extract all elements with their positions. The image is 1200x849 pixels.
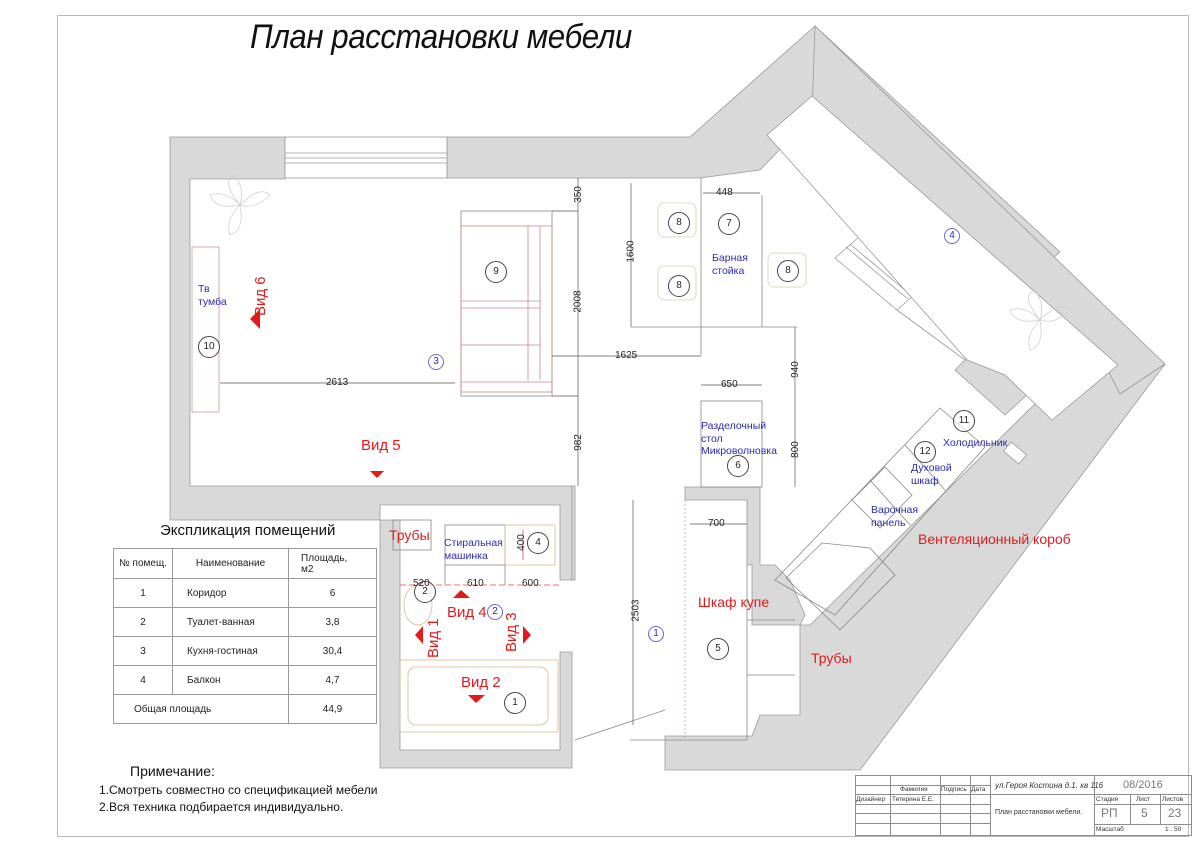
- view-2-arrow: [468, 695, 485, 703]
- table-row: 1 Коридор 6: [113, 578, 377, 608]
- bathroom-tag: 2: [487, 604, 503, 620]
- view-6-label: Вид 6: [252, 276, 269, 316]
- col-header-number: № помещ.: [113, 548, 173, 579]
- notes-title: Примечание:: [130, 763, 215, 779]
- prep-table-tag: 6: [727, 455, 749, 477]
- explication-table: № помещ. Наименование Площадь, м2 1 Кори…: [113, 548, 377, 724]
- oven-label: Духовой шкаф: [911, 462, 952, 487]
- furniture-outlines: [191, 178, 986, 741]
- dim-700: 700: [708, 518, 725, 529]
- note-item-1: 1.Смотреть совместно со спецификацией ме…: [99, 783, 378, 797]
- bathtub-tag: 1: [504, 692, 526, 714]
- vent-opening: [1002, 441, 1028, 465]
- balcony-tag: 4: [944, 228, 960, 244]
- view-6-arrow: [250, 309, 260, 329]
- stamp-stage: РП: [1101, 806, 1118, 820]
- window-top: [284, 136, 448, 179]
- dim-2503: 2503: [630, 599, 642, 622]
- window-balcony: [834, 235, 966, 361]
- note-item-2: 2.Вся техника подбирается индивидуально.: [99, 800, 344, 814]
- room-3-tag: 3: [428, 354, 444, 370]
- stamp-sheets: 23: [1168, 806, 1182, 820]
- view-3-label: Вид 3: [503, 612, 520, 652]
- stamp-header-stage: Стадия: [1096, 796, 1119, 803]
- dim-350: 350: [572, 186, 584, 203]
- stamp-address: ул.Героя Костина д.1. кв 116: [995, 781, 1104, 790]
- washer-label: Стиральная машинка: [444, 537, 503, 562]
- col-header-name: Наименование: [172, 548, 289, 579]
- table-row: 4 Балкон 4,7: [113, 665, 377, 695]
- dim-2008: 2008: [572, 290, 584, 313]
- tv-stand-label: Тв тумба: [198, 283, 227, 308]
- dim-2613: 2613: [326, 377, 349, 388]
- view-3-arrow: [523, 626, 531, 644]
- balcony-floor: [766, 95, 1119, 421]
- pipes-label-2: Трубы: [811, 650, 852, 666]
- stamp-scale: 1 : 50: [1165, 826, 1182, 833]
- view-5-arrow: [370, 471, 384, 478]
- stamp-header-sheet: Лист: [1136, 796, 1151, 803]
- title-block: Фамилия Подпись Дата Дизайнер Тетерина Е…: [855, 775, 1192, 836]
- prep-table-label: Разделочный стол Микроволновка: [701, 420, 777, 457]
- dimension-lines: [220, 178, 796, 725]
- dim-600: 600: [522, 578, 539, 589]
- sofa-tag: 9: [485, 261, 507, 283]
- view-1-label: Вид 1: [425, 618, 442, 658]
- toilet-tag: 2: [414, 581, 436, 603]
- bar-counter-label: Барная стойка: [712, 252, 748, 277]
- stamp-designer-name: Тетерина Е.Е.: [892, 796, 935, 803]
- dim-1600: 1600: [625, 240, 637, 263]
- stamp-role: Дизайнер: [856, 796, 886, 803]
- dim-520: 520: [413, 578, 430, 589]
- page-title: План расстановки мебели: [250, 18, 632, 56]
- view-markers: [250, 309, 531, 703]
- dim-982: 982: [572, 434, 584, 451]
- explication-title: Экспликация помещений: [160, 522, 336, 539]
- view-4-label: Вид 4: [447, 604, 487, 621]
- bar-chairs: [657, 202, 807, 301]
- table-total-row: Общая площадь 44,9: [113, 694, 377, 724]
- stamp-header-date: Дата: [971, 786, 986, 793]
- stamp-doc-title: План расстановки мебели.: [995, 809, 1083, 816]
- dim-448: 448: [716, 187, 733, 198]
- view-5-label: Вид 5: [361, 437, 401, 454]
- col-header-area: Площадь, м2: [288, 548, 377, 579]
- dim-800: 800: [789, 441, 801, 458]
- stamp-date: 08/2016: [1123, 779, 1163, 791]
- sink-tag: 4: [527, 532, 549, 554]
- stamp-header-surname: Фамилия: [900, 786, 928, 793]
- table-row: 2 Туалет-ванная 3,8: [113, 607, 377, 637]
- fridge-tag: 11: [953, 410, 975, 432]
- dim-400: 400: [515, 534, 527, 551]
- dim-1625: 1625: [615, 350, 638, 361]
- plant-icon: [209, 174, 1071, 351]
- vent-duct-label: Вентеляционный короб: [918, 531, 1071, 547]
- chair-tag-1: 8: [668, 212, 690, 234]
- hob-label: Варочная панель: [871, 504, 919, 529]
- bar-counter-tag: 7: [718, 213, 740, 235]
- stamp-sheet: 5: [1141, 806, 1148, 820]
- table-row: 3 Кухня-гостиная 30,4: [113, 636, 377, 666]
- stamp-scale-label: Масштаб: [1096, 826, 1124, 833]
- dim-610: 610: [467, 578, 484, 589]
- view-4-arrow: [453, 590, 470, 598]
- dim-940: 940: [789, 361, 801, 378]
- stamp-header-sheets: Листов: [1162, 796, 1184, 803]
- wardrobe-tag: 5: [707, 638, 729, 660]
- pipes-label-1: Трубы: [389, 527, 430, 543]
- view-2-label: Вид 2: [461, 674, 501, 691]
- stamp-header-sign: Подпись: [941, 786, 967, 793]
- view-1-arrow: [415, 626, 423, 644]
- wardrobe-label: Шкаф купе: [698, 594, 770, 610]
- oven-tag: 12: [914, 441, 936, 463]
- corridor-tag: 1: [648, 626, 664, 642]
- chair-tag-3: 8: [777, 260, 799, 282]
- drawing-sheet-border: [57, 15, 1189, 837]
- tv-stand-tag: 10: [198, 336, 220, 358]
- dim-650: 650: [721, 379, 738, 390]
- fridge-label: Холодильник: [943, 437, 1008, 449]
- chair-tag-2: 8: [668, 275, 690, 297]
